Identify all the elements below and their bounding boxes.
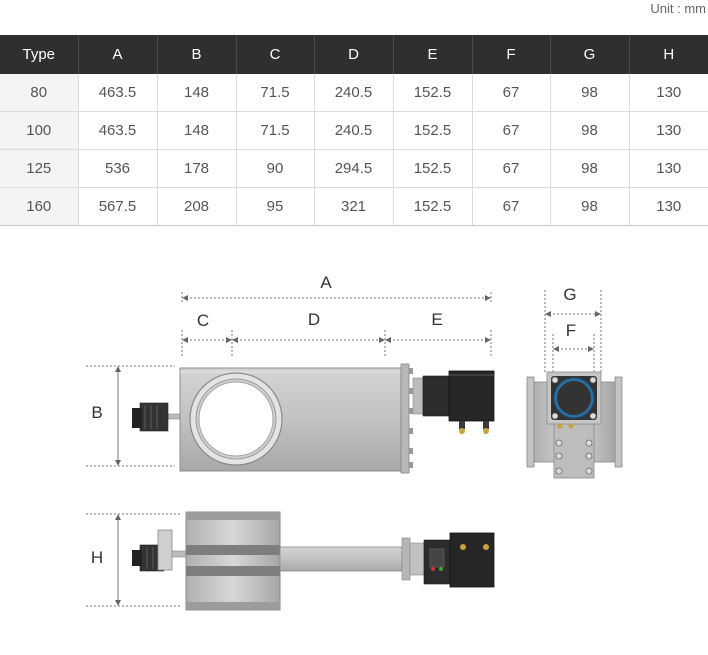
unit-label: Unit : mm bbox=[650, 1, 706, 16]
table-cell: 321 bbox=[313, 187, 393, 226]
label-d: D bbox=[308, 310, 320, 329]
table-cell: 148 bbox=[156, 74, 236, 112]
table-cell: 130 bbox=[628, 149, 708, 188]
table-cell: 240.5 bbox=[313, 74, 393, 112]
valve-front-view bbox=[132, 363, 495, 474]
label-g: G bbox=[563, 285, 576, 304]
header-g: G bbox=[549, 35, 629, 74]
label-e: E bbox=[431, 310, 442, 329]
table-cell: 208 bbox=[156, 187, 236, 226]
table-cell: 294.5 bbox=[313, 149, 393, 188]
label-h: H bbox=[91, 548, 103, 567]
table-cell: 125 bbox=[0, 149, 78, 188]
header-type: Type bbox=[0, 35, 78, 74]
table-cell: 130 bbox=[628, 187, 708, 226]
table-row: 100 463.5 148 71.5 240.5 152.5 67 98 130 bbox=[0, 111, 708, 150]
header-b: B bbox=[156, 35, 236, 74]
table-cell: 67 bbox=[471, 74, 550, 112]
table-cell: 67 bbox=[471, 149, 550, 188]
table-cell: 130 bbox=[628, 74, 708, 112]
table-cell: 148 bbox=[156, 111, 236, 150]
table-cell: 98 bbox=[549, 187, 629, 226]
table-cell: 240.5 bbox=[313, 111, 393, 150]
valve-dimension-drawing: A C D E B H G F bbox=[86, 273, 623, 611]
table-cell: 536 bbox=[77, 149, 157, 188]
valve-side-view bbox=[526, 371, 623, 479]
table-cell: 71.5 bbox=[235, 74, 314, 112]
table-cell: 100 bbox=[0, 111, 78, 150]
table-cell: 90 bbox=[235, 149, 314, 188]
table-cell: 178 bbox=[156, 149, 236, 188]
table-cell: 152.5 bbox=[392, 149, 472, 188]
header-d: D bbox=[313, 35, 393, 74]
label-b: B bbox=[91, 403, 102, 422]
table-cell: 567.5 bbox=[77, 187, 157, 226]
table-cell: 80 bbox=[0, 74, 78, 112]
table-cell: 98 bbox=[549, 149, 629, 188]
table-cell: 463.5 bbox=[77, 111, 157, 150]
table-cell: 98 bbox=[549, 111, 629, 150]
header-h: H bbox=[628, 35, 708, 74]
table-cell: 67 bbox=[471, 111, 550, 150]
table-cell: 98 bbox=[549, 74, 629, 112]
table-cell: 463.5 bbox=[77, 74, 157, 112]
header-a: A bbox=[77, 35, 157, 74]
table-cell: 152.5 bbox=[392, 187, 472, 226]
table-cell: 67 bbox=[471, 187, 550, 226]
table-cell: 152.5 bbox=[392, 111, 472, 150]
label-c: C bbox=[197, 311, 209, 330]
table-cell: 152.5 bbox=[392, 74, 472, 112]
table-row: 125 536 178 90 294.5 152.5 67 98 130 bbox=[0, 149, 708, 188]
header-e: E bbox=[392, 35, 472, 74]
dimension-table: Type A B C D E F G H 80 463.5 148 71.5 2… bbox=[0, 35, 708, 226]
dimension-lines bbox=[86, 290, 602, 607]
table-row: 160 567.5 208 95 321 152.5 67 98 130 bbox=[0, 187, 708, 226]
table-cell: 95 bbox=[235, 187, 314, 226]
table-cell: 130 bbox=[628, 111, 708, 150]
table-header-row: Type A B C D E F G H bbox=[0, 35, 708, 74]
label-a: A bbox=[320, 273, 332, 292]
table-row: 80 463.5 148 71.5 240.5 152.5 67 98 130 bbox=[0, 74, 708, 112]
table-cell: 160 bbox=[0, 187, 78, 226]
dimension-arrows bbox=[115, 295, 601, 606]
label-f: F bbox=[566, 321, 576, 340]
header-c: C bbox=[235, 35, 314, 74]
valve-top-view bbox=[132, 511, 495, 611]
table-cell: 71.5 bbox=[235, 111, 314, 150]
header-f: F bbox=[471, 35, 550, 74]
